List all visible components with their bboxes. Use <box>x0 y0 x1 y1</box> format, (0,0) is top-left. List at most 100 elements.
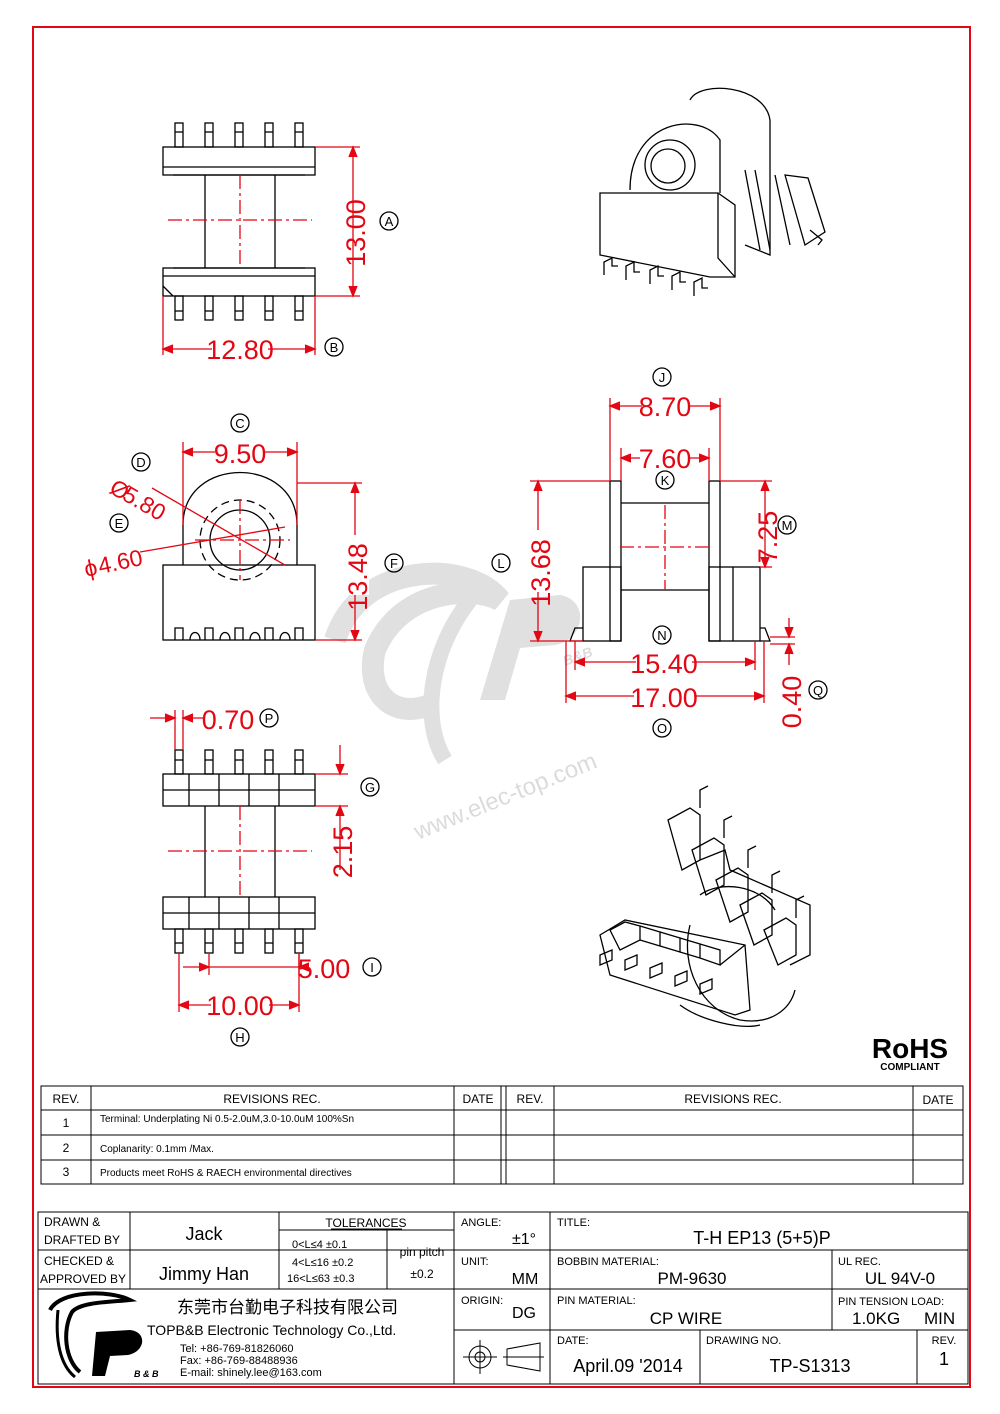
rohs-logo: RoHS COMPLIANT <box>872 1033 948 1073</box>
dim-E-prefix: ϕ <box>82 554 100 582</box>
rev-value: 1 <box>939 1349 949 1369</box>
title-block-grid <box>37 1211 969 1385</box>
drawing-no-label: DRAWING NO. <box>706 1335 781 1347</box>
title-value: T-H EP13 (5+5)P <box>693 1228 831 1248</box>
tolerance-row-2: 4<L≤16 ±0.2 <box>292 1257 353 1269</box>
tolerance-row-1: 0<L≤4 ±0.1 <box>292 1239 347 1251</box>
dim-K-value: 7.60 <box>639 444 692 474</box>
company-fax: Fax: +86-769-88488936 <box>180 1355 298 1367</box>
rev-row-1-text: Terminal: Underplating Ni 0.5-2.0uM,3.0-… <box>100 1114 354 1125</box>
rev-row-1-number: 1 <box>63 1116 70 1130</box>
label-Q: Q <box>813 683 823 698</box>
dim-I-value: 5.00 <box>298 954 351 984</box>
iso-view-upper-pins <box>603 256 708 296</box>
dim-C-value: 9.50 <box>214 439 267 469</box>
watermark-logo-curve <box>324 562 509 720</box>
projection-symbol <box>463 1340 544 1374</box>
drawn-label-1: DRAWN & <box>44 1215 100 1229</box>
pin-pitch-tolerance: ±0.2 <box>410 1267 434 1281</box>
drawing-no-value: TP-S1313 <box>769 1356 850 1376</box>
tolerance-row-3: 16<L≤63 ±0.3 <box>287 1273 354 1285</box>
company-email: E-mail: shinely.lee@163.com <box>180 1367 322 1379</box>
dim-G-lines <box>315 745 348 870</box>
rev-rec-header-left: REVISIONS REC. <box>223 1092 320 1106</box>
label-C: C <box>235 416 244 431</box>
watermark-logo-p <box>480 595 581 700</box>
label-A-circle <box>379 211 399 231</box>
label-P: P <box>265 711 274 726</box>
dim-D-leader <box>151 487 286 566</box>
rev-header-right: REV. <box>517 1092 544 1106</box>
rohs-compliant-text: COMPLIANT <box>880 1062 939 1073</box>
dim-B-value: 12.80 <box>206 335 274 365</box>
front-view-pins <box>174 627 304 641</box>
label-M: M <box>782 518 793 533</box>
rev-rec-header-right: REVISIONS REC. <box>684 1092 781 1106</box>
checked-label-1: CHECKED & <box>44 1254 114 1268</box>
rev-date-header-right: DATE <box>922 1093 953 1107</box>
label-B: B <box>330 340 339 355</box>
dim-H-value: 10.00 <box>206 991 274 1021</box>
watermark: B&B www.elec-top.com <box>324 562 601 846</box>
pin-pitch-label: pin pitch <box>400 1245 445 1259</box>
company-name-cn: 东莞市台勤电子科技有限公司 <box>177 1298 398 1317</box>
bobbin-material-value: PM-9630 <box>658 1269 727 1288</box>
label-J: J <box>659 370 666 385</box>
rev-row-2-number: 2 <box>63 1141 70 1155</box>
label-I: I <box>370 960 374 975</box>
date-label: DATE: <box>557 1335 589 1347</box>
dim-Q-value: 0.40 <box>777 676 807 729</box>
bottom-view: 0.70 P 2.15 G 5.00 I 10.00 H <box>150 705 382 1047</box>
label-F: F <box>390 556 398 571</box>
top-view-pins-upper <box>174 122 304 148</box>
iso-view-lower <box>599 785 811 1027</box>
top-view: 13.00 A 12.80 B <box>161 122 399 365</box>
label-B-circle <box>324 337 344 357</box>
origin-label: ORIGIN: <box>461 1295 503 1307</box>
dim-O-value: 17.00 <box>630 683 698 713</box>
drawn-label-2: DRAFTED BY <box>44 1233 120 1247</box>
company-tel: Tel: +86-769-81826060 <box>180 1343 293 1355</box>
label-A: A <box>385 214 394 229</box>
dim-Q-lines <box>770 618 795 665</box>
revisions-table <box>40 1085 964 1185</box>
label-K: K <box>661 473 670 488</box>
top-view-upper-flange <box>162 146 316 176</box>
label-O: O <box>657 721 667 736</box>
rev-row-2-text: Coplanarity: 0.1mm /Max. <box>100 1144 214 1155</box>
angle-value: ±1° <box>512 1231 536 1248</box>
company-name-en: TOPB&B Electronic Technology Co.,Ltd. <box>147 1322 396 1338</box>
label-L: L <box>497 556 504 571</box>
approved-by-value: Jimmy Han <box>159 1264 249 1284</box>
rev-label: REV. <box>932 1335 957 1347</box>
bottom-view-pins-upper <box>174 749 304 775</box>
ul-rec-label: UL REC. <box>838 1256 881 1268</box>
rev-date-header-left: DATE <box>462 1092 493 1106</box>
front-view-base <box>162 564 316 641</box>
pin-material-value: CP WIRE <box>650 1309 722 1328</box>
sheet-border <box>32 26 971 1388</box>
top-view-pins-lower <box>174 295 304 321</box>
rev-row-3-text: Products meet RoHS & RAECH environmental… <box>100 1168 352 1179</box>
pin-tension-label: PIN TENSION LOAD: <box>838 1296 944 1308</box>
bobbin-material-label: BOBBIN MATERIAL: <box>557 1256 659 1268</box>
iso-view-upper <box>599 87 826 296</box>
company-logo: B & B <box>48 1291 159 1379</box>
pin-material-label: PIN MATERIAL: <box>557 1295 636 1307</box>
dim-M-lines <box>720 479 772 569</box>
front-view: 9.50 C D E Ø 5.80 ϕ 4.60 13.48 F <box>82 413 404 642</box>
rohs-text: RoHS <box>872 1033 948 1064</box>
dim-G-value: 2.15 <box>328 826 358 879</box>
dim-A-lines <box>315 145 360 298</box>
label-H: H <box>235 1030 244 1045</box>
dim-J-value: 8.70 <box>639 392 692 422</box>
dim-I-lines <box>183 953 310 975</box>
label-E: E <box>115 516 124 531</box>
dim-L-value: 13.68 <box>526 539 556 607</box>
label-N: N <box>657 628 666 643</box>
company-logo-bb: B & B <box>134 1369 159 1379</box>
checked-label-2: APPROVED BY <box>40 1272 126 1286</box>
label-D: D <box>136 455 145 470</box>
origin-value: DG <box>512 1305 536 1322</box>
